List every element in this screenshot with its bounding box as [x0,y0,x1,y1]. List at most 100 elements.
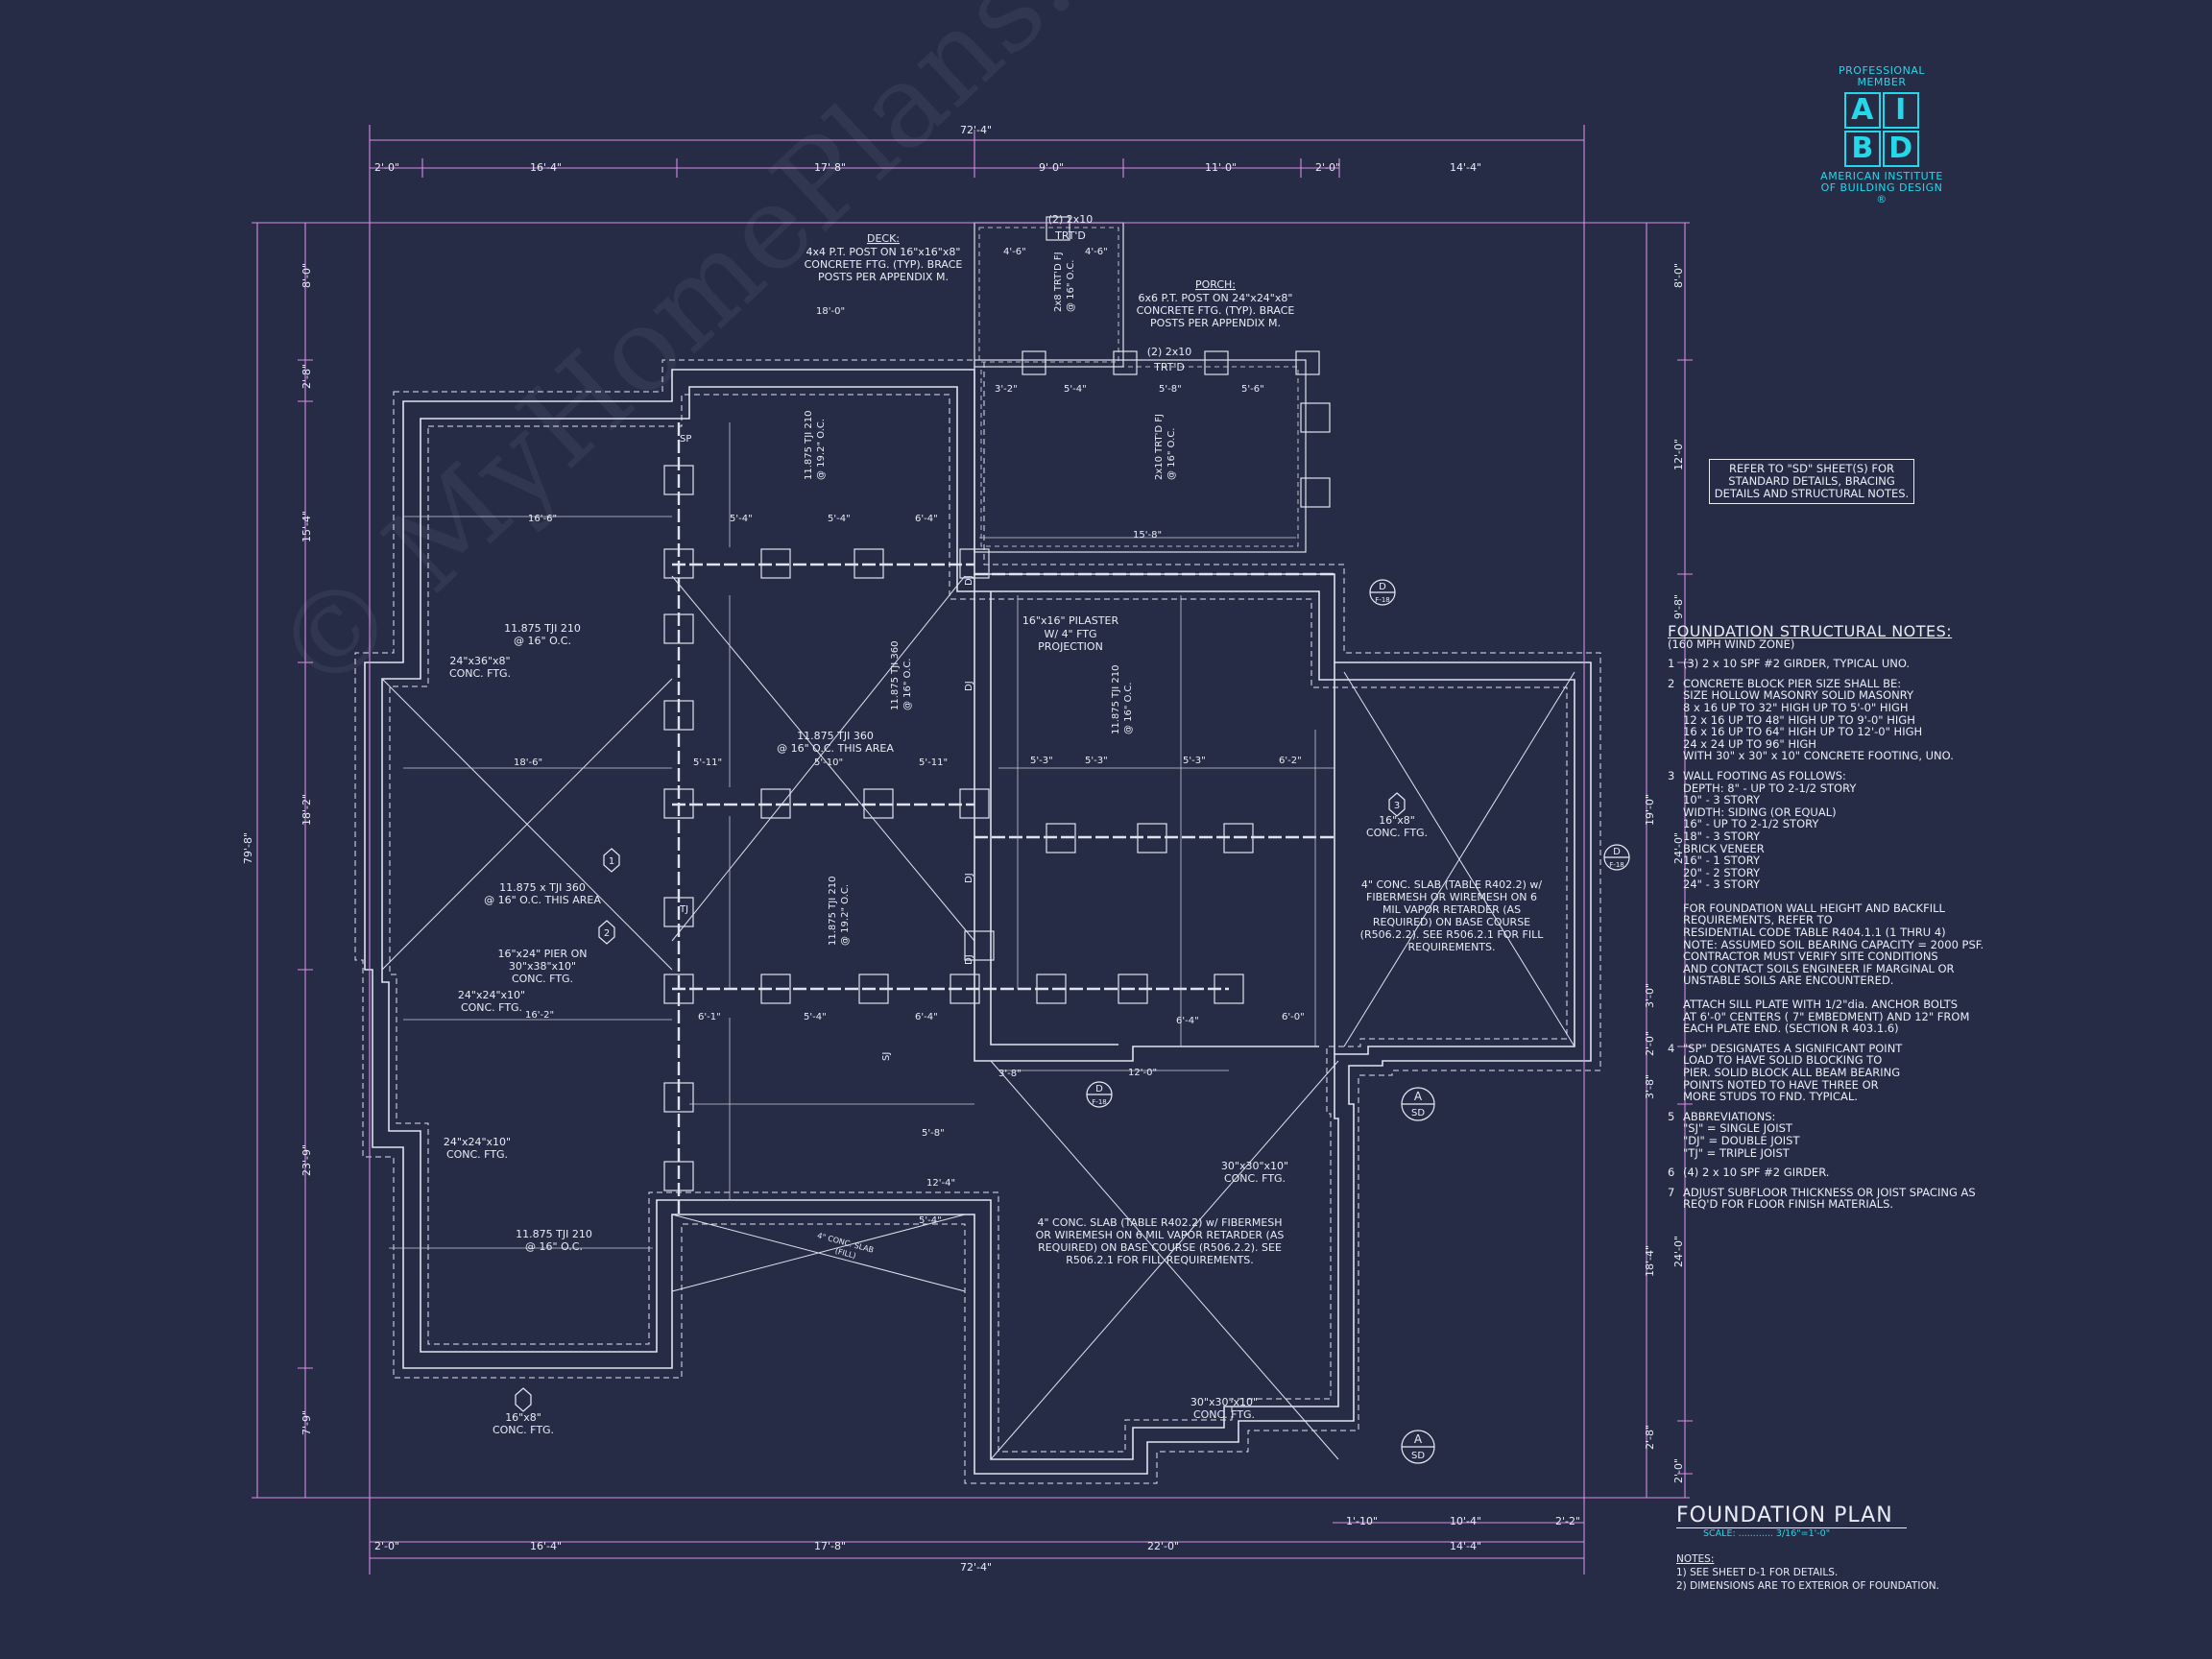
note-line: BRICK VENEER [1683,841,1765,855]
pier-callout-2: CONC. FTG. [512,973,573,985]
girder-porch-0: (2) 2x10 [1147,346,1192,358]
interior-dim-20: 5'-4" [919,1215,942,1226]
bottom-upper-dim-1: 10'-4" [1450,1515,1481,1527]
note-line: REQ'D FOR FLOOR FINISH MATERIALS. [1683,1197,1894,1212]
interior-dim-27: 3'-2" [995,384,1018,395]
note-line: "SJ" = SINGLE JOIST [1683,1121,1792,1136]
note-line: RESIDENTIAL CODE TABLE R404.1.1 (1 THRU … [1683,926,1946,940]
interior-dim-18: 12'-0" [1128,1068,1157,1078]
tji-vert2-1: @ 16" O.C. [902,659,913,711]
right-dim-9: 18'-4" [1644,1245,1656,1277]
note-line: UNSTABLE SOILS ARE ENCOUNTERED. [1683,974,1894,988]
note-line: ATTACH SILL PLATE WITH 1/2"dia. ANCHOR B… [1683,998,1959,1012]
top-dim-4: 11'-0" [1205,161,1237,174]
note-number: 6 [1668,1166,1675,1180]
tji-mid-1: @ 16" O.C. THIS AREA [777,742,894,755]
note-line: 18" - 3 STORY [1683,829,1761,843]
porch-callout-2: CONCRETE FTG. (TYP). BRACE [1137,304,1295,317]
interior-dim-0: 18'-0" [816,306,845,317]
tag-sheet-3: SD [1411,1451,1425,1461]
note-line: "DJ" = DOUBLE JOIST [1683,1133,1800,1147]
notes-title: FOUNDATION STRUCTURAL NOTES: [1668,622,1953,640]
tag-0: 1 [609,856,614,867]
slab-bottom-0: 4" CONC. SLAB (TABLE R402.2) w/ FIBERMES… [1037,1216,1282,1229]
joist-deck-1: @ 16" O.C. [1066,260,1076,313]
note-number: 1 [1668,657,1675,671]
tji-left2-1: @ 16" O.C. THIS AREA [484,894,601,906]
note-line: (4) 2 x 10 SPF #2 GIRDER. [1683,1166,1830,1180]
interior-dim-11: 5'-3" [1085,756,1108,766]
ftg-24x10-1: CONC. FTG. [461,1001,522,1014]
joist-porch-1: @ 16" O.C. [1166,428,1177,481]
tag-sheet-0: F-18 [1375,596,1389,604]
title-note-1: 1) SEE SHEET D-1 FOR DETAILS. [1676,1567,1839,1578]
note-line: CONCRETE BLOCK PIER SIZE SHALL BE: [1683,676,1902,690]
note-line: "SP" DESIGNATES A SIGNIFICANT POINT [1683,1041,1903,1055]
pilaster-1: W/ 4" FTG [1044,628,1096,640]
interior-dim-3: 5'-4" [828,514,851,524]
tji-mid-0: 11.875 TJI 360 [797,730,874,742]
note-line: NOTE: ASSUMED SOIL BEARING CAPACITY = 20… [1683,937,1984,951]
left-dim-4: 23'-9" [301,1144,313,1176]
note-line: (3) 2 x 10 SPF #2 GIRDER, TYPICAL UNO. [1683,657,1911,671]
joist-mark-1: DJ [964,681,974,691]
logo-top-text: PROFESSIONAL MEMBER [1839,64,1925,88]
interior-dim-15: 6'-1" [698,1012,721,1022]
notes-list: 1 (3) 2 x 10 SPF #2 GIRDER, TYPICAL UNO. 2… [1668,658,1984,1211]
tji-left1-0: 11.875 TJI 210 [504,622,581,635]
interior-dim-1: 16'-6" [528,514,557,524]
note-line: DEPTH: 8" - UP TO 2-1/2 STORY [1683,781,1857,795]
tji-vert2-0: 11.875 TJI 360 [890,641,901,710]
plan-scale: SCALE: ............ 3/16"=1'-0" [1703,1528,1831,1539]
note-line: CONTRACTOR MUST VERIFY SITE CONDITIONS [1683,950,1938,964]
top-dim-6: 14'-4" [1450,161,1481,174]
bottom-dim-4: 14'-4" [1450,1540,1481,1552]
joist-mark-6: SP [680,434,691,445]
interior-dim-23: 6'-4" [1176,1016,1199,1026]
slab-bottom-2: REQUIRED) ON BASE COURSE (R506.2.2). SEE [1038,1241,1282,1254]
interior-dim-19: 5'-8" [922,1128,945,1139]
right-dim-4: 24'-0" [1672,832,1685,864]
deck-callout-3: POSTS PER APPENDIX M. [818,271,949,283]
ftg-24x24-1: CONC. FTG. [446,1148,508,1161]
tag-3: D [1379,582,1386,592]
logo-letter-d: D [1883,131,1919,167]
porch-callout-3: POSTS PER APPENDIX M. [1150,317,1281,329]
overall-bottom-dim: 72'-4" [960,1561,992,1574]
slab-garage-5: REQUIREMENTS. [1407,941,1495,953]
tag-sheet-2: SD [1411,1108,1425,1118]
interior-dim-14: 16'-2" [525,1010,554,1021]
ftg-16x8b-0: 16"x8" [1379,814,1415,827]
tji-vert1-0: 11.875 TJI 210 [804,411,814,480]
girder-top-0: (2) 2x10 [1048,213,1094,226]
tag-1: 2 [604,928,610,939]
ftg-24x24-0: 24"x24"x10" [444,1136,511,1148]
note-line: 24" - 3 STORY [1683,878,1761,892]
title-notes-head: NOTES: [1676,1553,1715,1565]
note-line: ADJUST SUBFLOOR THICKNESS OR JOIST SPACI… [1683,1185,1976,1199]
tag-5: A [1414,1090,1423,1103]
note-line: 8 x 16 UP TO 32" HIGH UP TO 5'-0" HIGH [1683,700,1909,714]
right-dim-6: 2'-0" [1644,1031,1656,1056]
interior-dim-8: 5'-10" [814,757,843,768]
right-dim-11: 2'-0" [1672,1458,1685,1483]
overall-top-dim: 72'-4" [960,124,992,136]
interior-dim-28: 5'-4" [1064,384,1087,395]
note-line: 24 x 24 UP TO 96" HIGH [1683,736,1816,751]
interior-dim-16: 5'-4" [804,1012,827,1022]
tji-vert4-0: 11.875 TJI 210 [828,877,838,946]
note-line: MORE STUDS TO FND. TYPICAL. [1683,1090,1858,1104]
joist-deck-0: 2x8 TRT'D FJ [1053,252,1064,312]
note-line: 10" - 3 STORY [1683,793,1761,807]
interior-dim-30: 5'-6" [1241,384,1264,395]
note-line: WIDTH: SIDING (OR EQUAL) [1683,805,1837,819]
note-number: 4 [1668,1041,1675,1055]
top-dim-0: 2'-0" [374,161,399,174]
note-line: PIER. SOLID BLOCK ALL BEAM BEARING [1683,1066,1901,1079]
note-line: EACH PLATE END. (SECTION R 403.1.6) [1683,1022,1899,1036]
logo-bottom-text: AMERICAN INSTITUTE OF BUILDING DESIGN [1820,170,1943,194]
